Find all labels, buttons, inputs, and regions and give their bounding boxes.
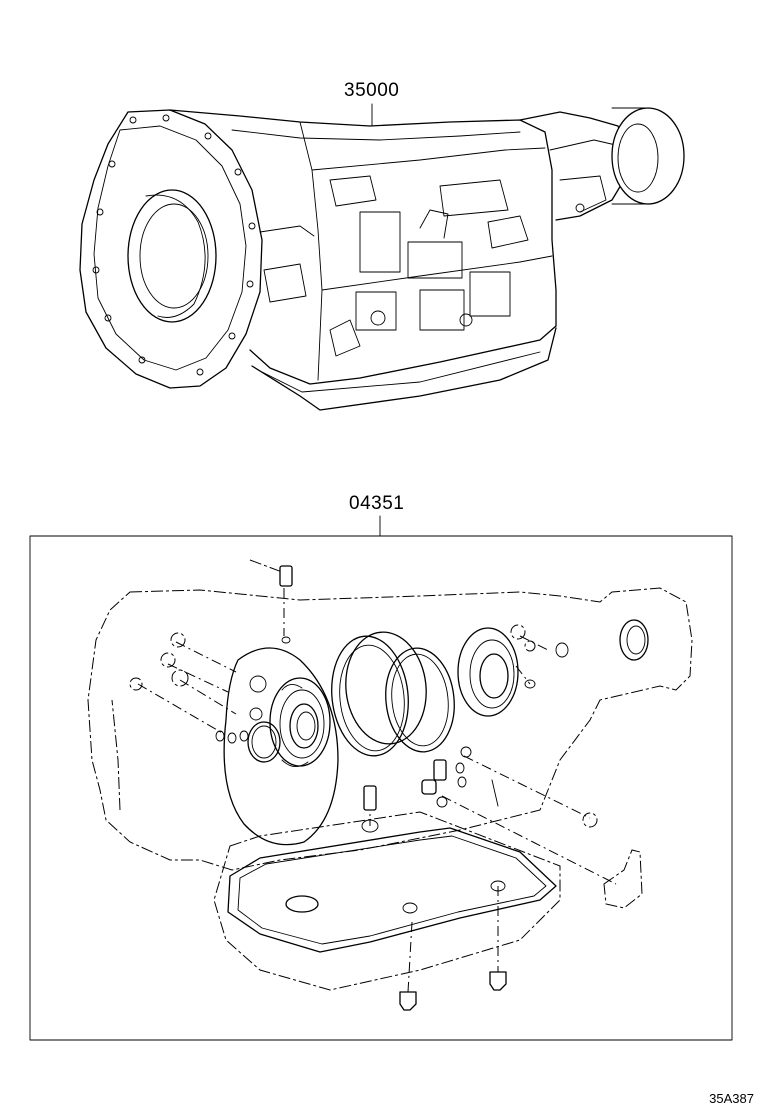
case-joint	[300, 122, 322, 380]
case-rib-3	[260, 226, 314, 236]
drain-plugs[interactable]	[400, 972, 506, 1010]
output-flange-face	[618, 124, 658, 192]
pipe-fitting-top[interactable]	[250, 560, 292, 586]
front-pump-gasket[interactable]	[224, 648, 338, 845]
assembly-leader-lines	[138, 588, 616, 992]
valve-sleeves[interactable]	[364, 760, 498, 810]
main-case	[170, 110, 556, 384]
oil-pan-flange	[262, 352, 540, 392]
transmission-assembly-drawing[interactable]	[80, 104, 684, 410]
case-rib-1	[312, 148, 545, 170]
kit-frame	[30, 536, 732, 1040]
extension-bolt	[576, 204, 584, 212]
clutch-piston-seals[interactable]	[326, 628, 459, 760]
oil-seal-output[interactable]	[620, 620, 648, 660]
phantom-oil-pan	[214, 812, 560, 990]
part-label-35000[interactable]: 35000	[344, 80, 400, 101]
oil-pan	[252, 328, 556, 410]
bell-flange	[94, 126, 246, 370]
diagram-id: 35A387	[709, 1091, 754, 1106]
phantom-bell-edge	[112, 700, 120, 810]
pump-seal-rings[interactable]	[270, 678, 330, 767]
converter-bore	[128, 190, 216, 322]
rear-piston-seal[interactable]	[458, 628, 518, 716]
phantom-case-outline	[88, 588, 692, 870]
oil-pan-gasket[interactable]	[228, 828, 556, 952]
bell-housing	[80, 110, 262, 388]
gasket-kit-drawing[interactable]	[30, 516, 732, 1040]
bell-bolt-holes	[93, 115, 255, 375]
converter-shade	[146, 195, 205, 317]
extension-rib	[550, 140, 620, 150]
output-flange	[612, 108, 684, 204]
converter-inner	[140, 204, 208, 308]
valve-body-detail	[264, 176, 528, 356]
bracket-right[interactable]	[604, 850, 642, 908]
case-rib-2	[322, 256, 552, 290]
case-rib-top	[232, 130, 520, 140]
phantom-plugs	[130, 625, 597, 827]
extension-mount	[560, 176, 606, 212]
part-label-04351[interactable]: 04351	[349, 493, 405, 514]
